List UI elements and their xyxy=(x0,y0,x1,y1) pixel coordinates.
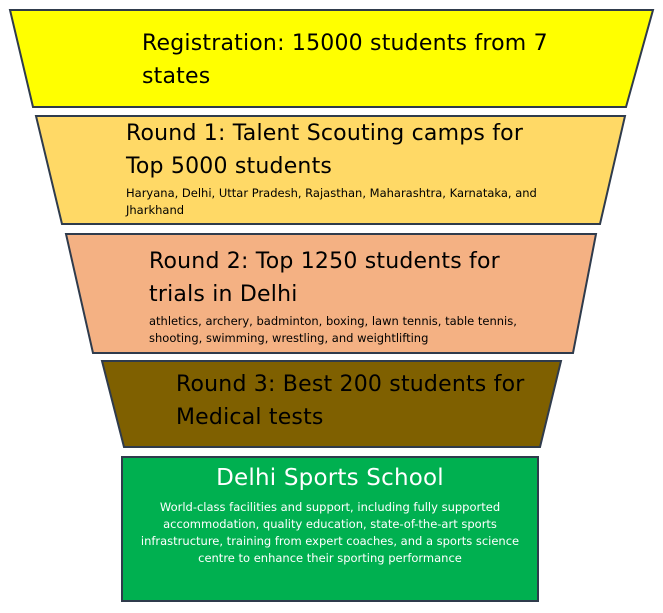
stage-round-3: Round 3: Best 200 students for Medical t… xyxy=(176,368,536,434)
stage-round-1: Round 1: Talent Scouting camps for Top 5… xyxy=(126,117,546,219)
stage-round-2-detail: athletics, archery, badminton, boxing, l… xyxy=(149,314,517,345)
stage-2-shape xyxy=(34,115,627,225)
stage-round-1-title: Round 1: Talent Scouting camps for Top 5… xyxy=(126,121,524,179)
stage-delhi-sports-school-title: Delhi Sports School xyxy=(216,465,444,491)
stage-round-2: Round 2: Top 1250 students for trials in… xyxy=(149,245,549,347)
stage-round-3-title: Round 3: Best 200 students for Medical t… xyxy=(176,372,525,430)
stage-round-1-detail: Haryana, Delhi, Uttar Pradesh, Rajasthan… xyxy=(126,186,537,217)
stage-1-shape xyxy=(8,9,655,108)
stage-delhi-sports-school-detail: World-class facilities and support, incl… xyxy=(140,500,520,565)
stage-registration: Registration: 15000 students from 7 stat… xyxy=(142,27,572,93)
stage-5-shape xyxy=(121,456,539,602)
stage-registration-title: Registration: 15000 students from 7 stat… xyxy=(142,31,548,89)
stage-3-shape xyxy=(64,233,598,354)
stage-delhi-sports-school: Delhi Sports School World-class faciliti… xyxy=(126,462,534,567)
stage-round-2-title: Round 2: Top 1250 students for trials in… xyxy=(149,249,500,307)
stage-4-shape xyxy=(100,360,563,448)
